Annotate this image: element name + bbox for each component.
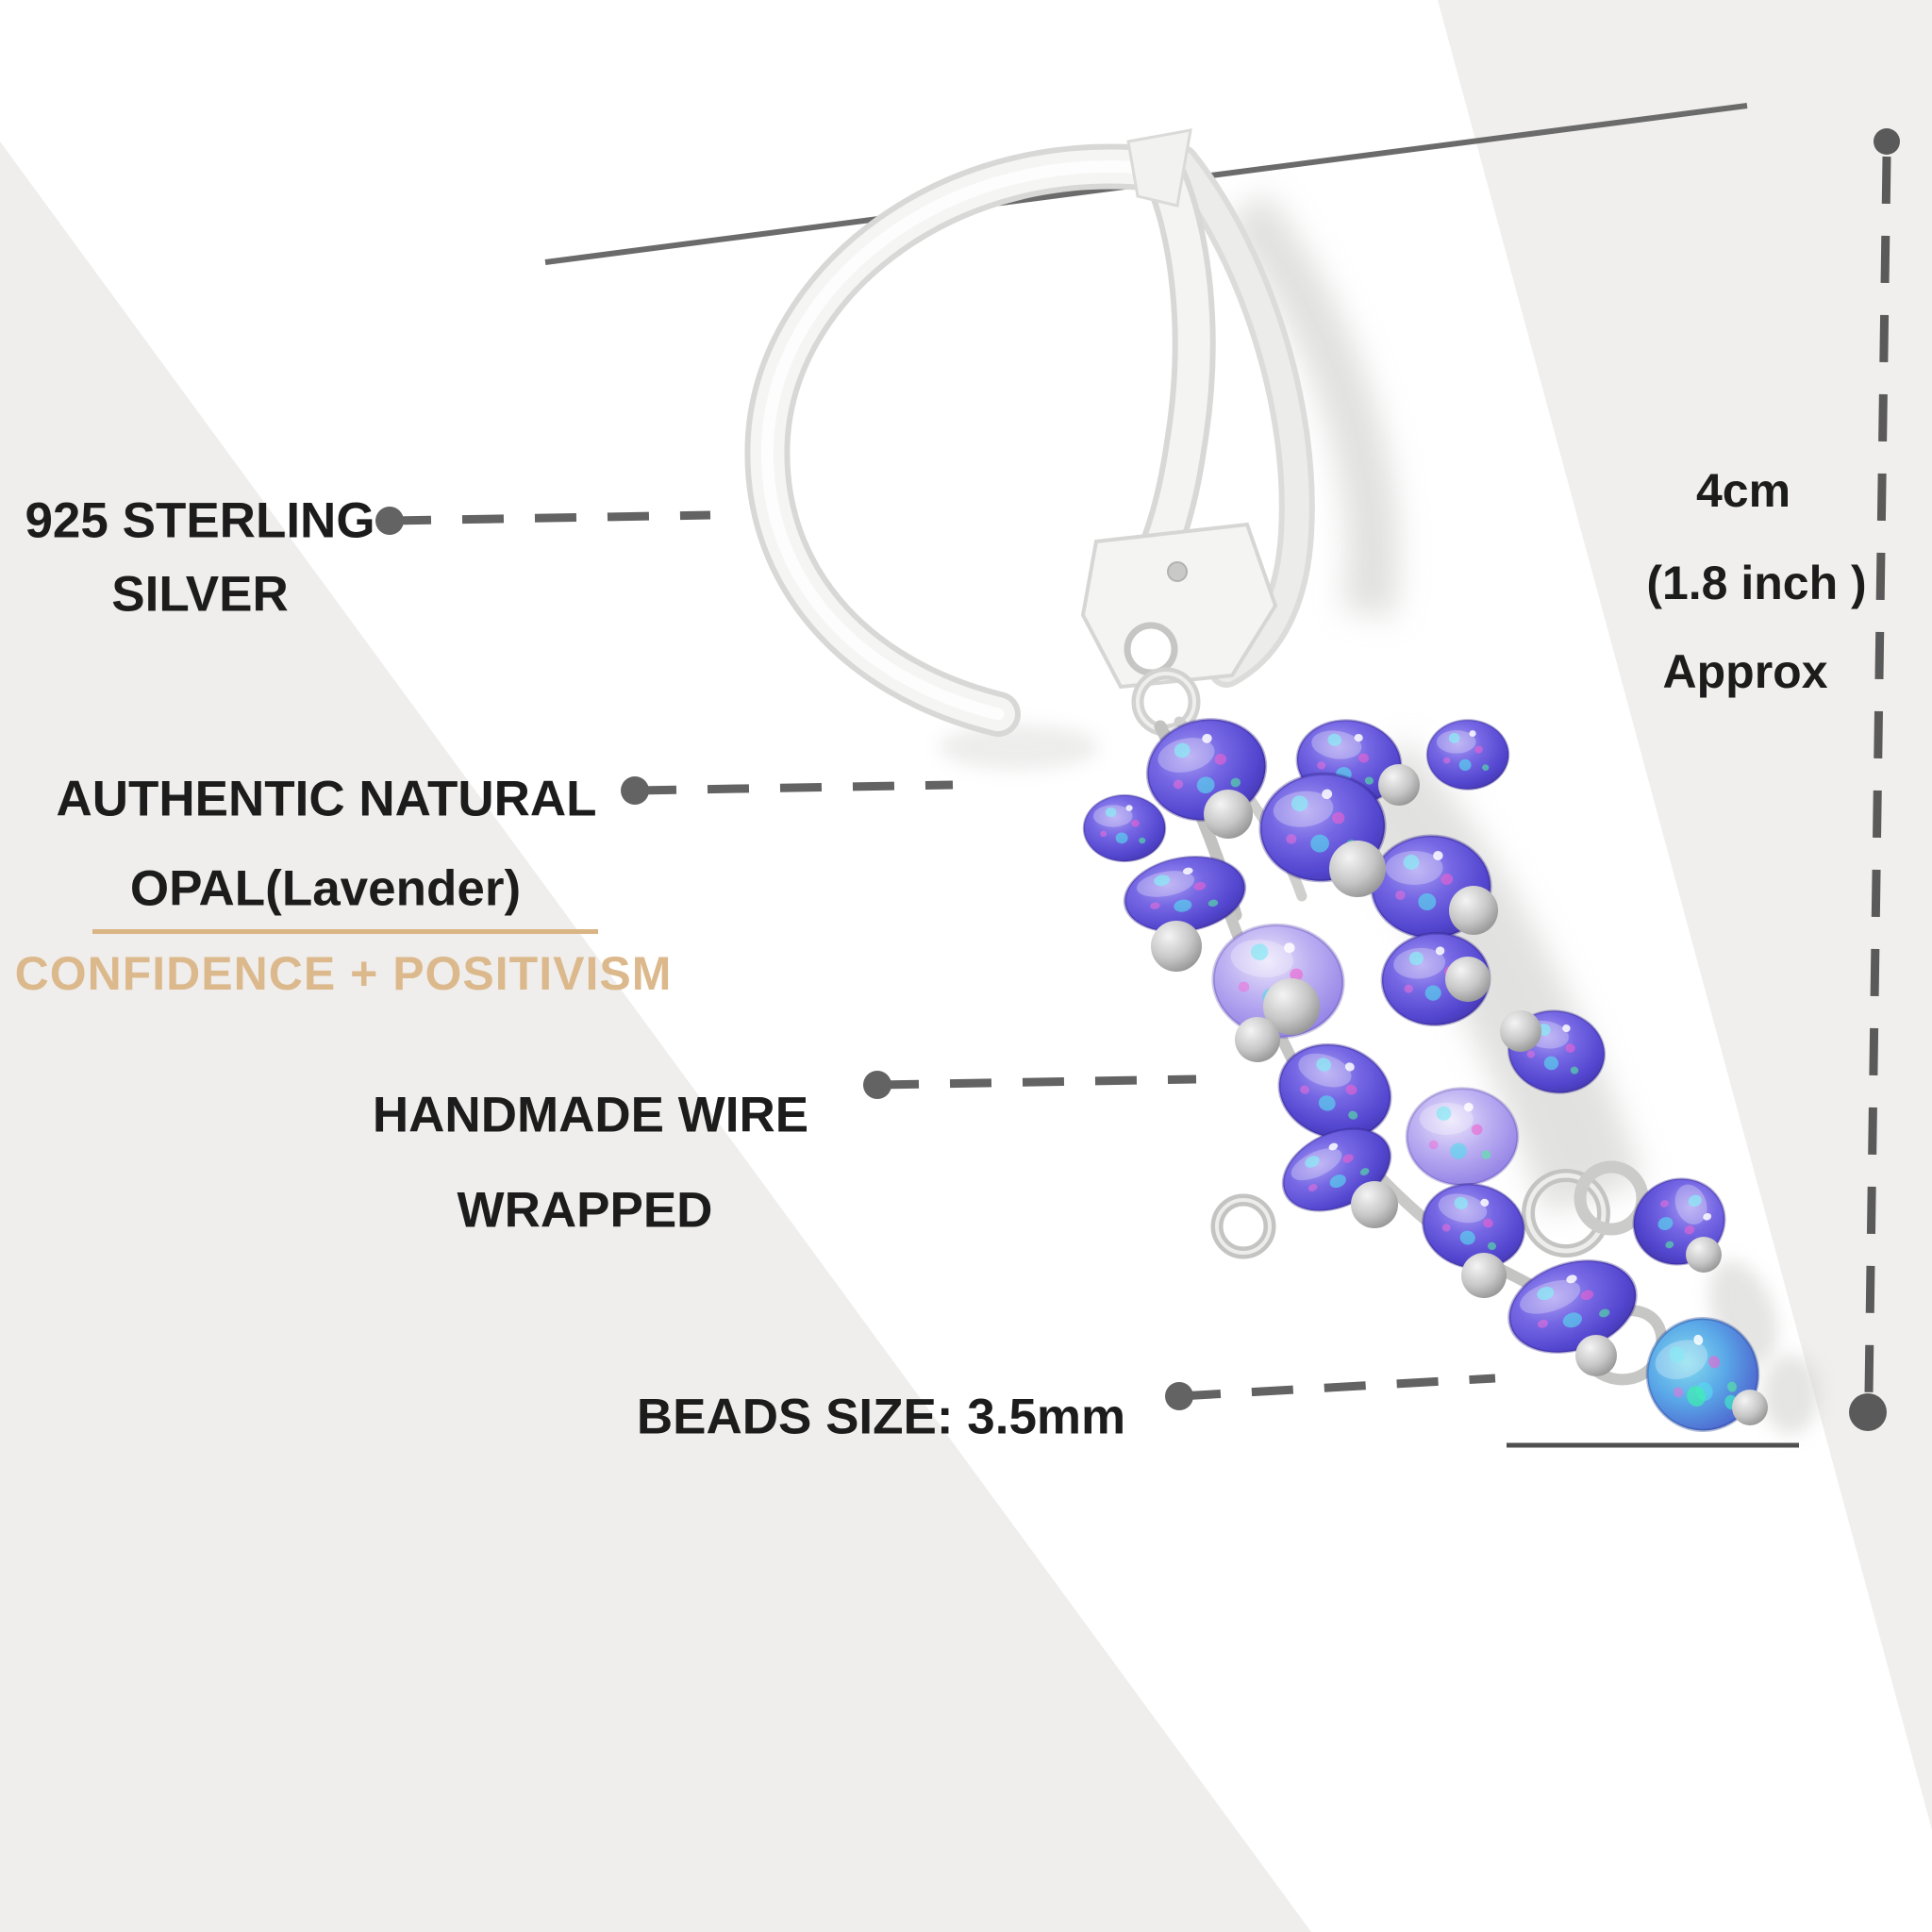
dimension-endpoint-top — [1874, 128, 1900, 155]
dimension-line — [1849, 128, 1900, 1431]
opal-underline — [92, 929, 598, 934]
label-sterling-line1: 925 STERLING — [25, 492, 375, 549]
opal-bead-rondelle — [1497, 1245, 1648, 1368]
label-wire-line1: HANDMADE WIRE — [372, 1087, 809, 1143]
label-wire-line2: WRAPPED — [457, 1182, 713, 1239]
hook-top-kink — [1126, 128, 1192, 208]
label-sterling-line2: SILVER — [111, 566, 289, 623]
label-dimension-line1: 4cm — [1695, 464, 1791, 517]
opal-bead-pale — [1407, 1089, 1518, 1186]
dimension-endpoint-bottom — [1849, 1393, 1887, 1431]
hinge-rivet — [1167, 561, 1188, 582]
earring-shadows — [939, 192, 1819, 1434]
silver-ball-headpins — [1151, 764, 1768, 1425]
callout-line-opal — [634, 780, 954, 795]
label-opal-tagline: CONFIDENCE + POSITIVISM — [14, 947, 673, 1000]
callout-line-beadsize — [1178, 1374, 1496, 1401]
label-bead-size: BEADS SIZE: 3.5mm — [636, 1389, 1126, 1445]
callout-line-wire — [876, 1074, 1197, 1090]
opal-bead — [1427, 720, 1508, 789]
opal-bead — [1084, 795, 1165, 861]
callout-lines — [375, 507, 1496, 1410]
label-dimension-line2: (1.8 inch ) — [1646, 557, 1867, 609]
label-opal-line1: AUTHENTIC NATURAL — [56, 771, 597, 827]
callout-line-sterling — [389, 510, 711, 525]
hinge-hole — [1124, 622, 1178, 676]
leverback-hook — [744, 128, 1315, 737]
label-dimension-line3: Approx — [1662, 645, 1828, 698]
label-opal-line2: OPAL(Lavender) — [129, 860, 522, 917]
